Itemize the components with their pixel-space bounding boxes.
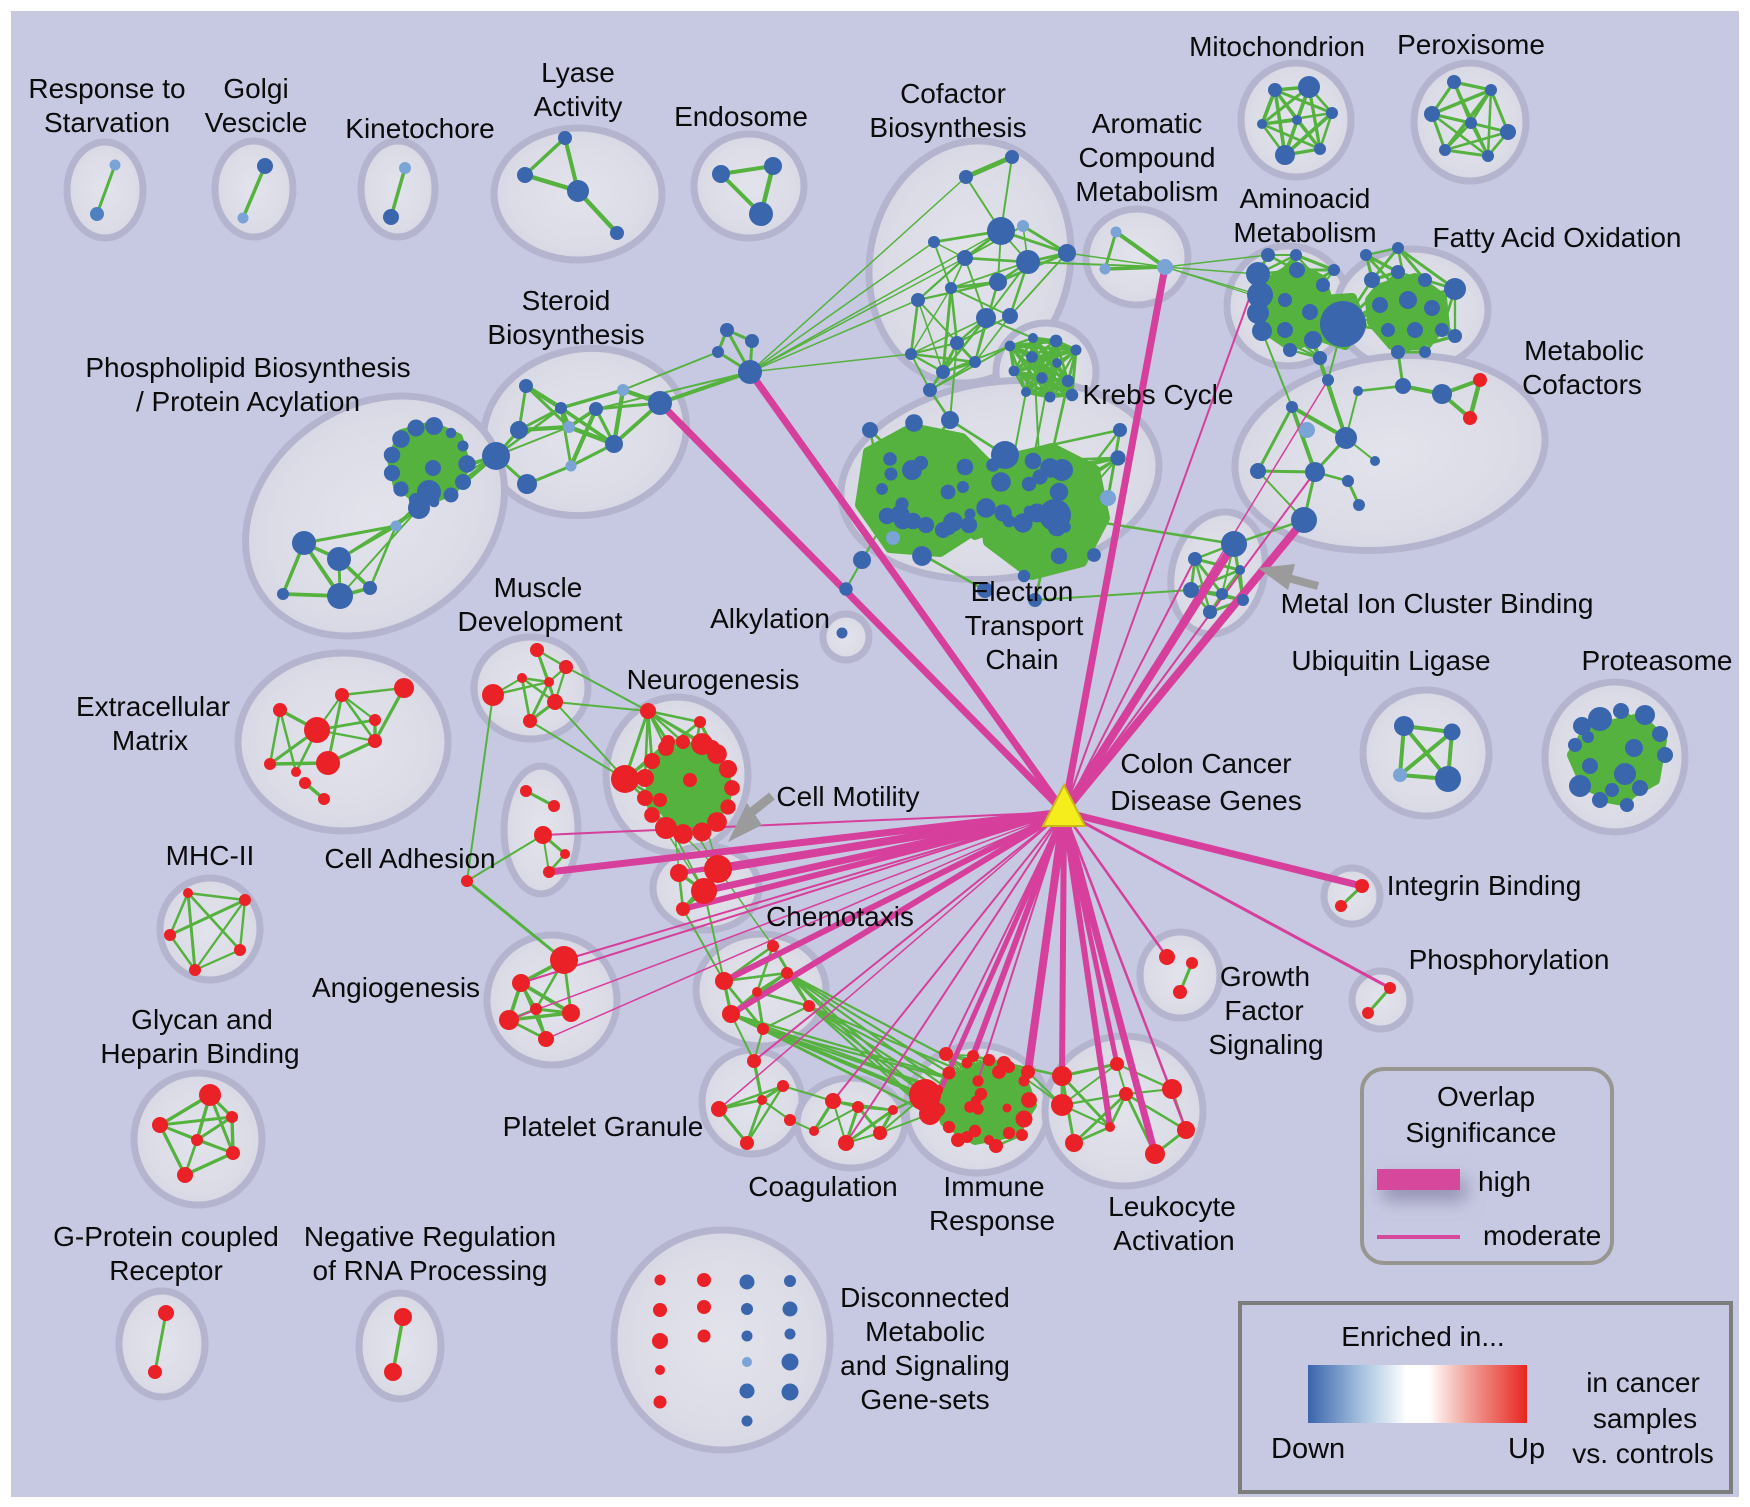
svg-text:Starvation: Starvation	[44, 107, 170, 138]
svg-text:Growth: Growth	[1220, 961, 1310, 992]
svg-text:Transport: Transport	[965, 610, 1084, 641]
svg-text:Krebs Cycle: Krebs Cycle	[1083, 379, 1234, 410]
svg-text:Extracellular: Extracellular	[76, 691, 230, 722]
svg-text:Metal Ion Cluster Binding: Metal Ion Cluster Binding	[1281, 588, 1594, 619]
svg-text:Cofactor: Cofactor	[900, 78, 1006, 109]
svg-text:Up: Up	[1508, 1433, 1545, 1465]
svg-text:Significance: Significance	[1406, 1117, 1557, 1148]
svg-text:Overlap: Overlap	[1437, 1081, 1535, 1112]
svg-text:Kinetochore: Kinetochore	[345, 113, 494, 144]
svg-text:Development: Development	[458, 606, 623, 637]
svg-text:Heparin Binding: Heparin Binding	[100, 1038, 299, 1069]
svg-text:Signaling: Signaling	[1208, 1029, 1323, 1060]
svg-text:Platelet Granule: Platelet Granule	[503, 1111, 704, 1142]
svg-text:Steroid: Steroid	[522, 285, 611, 316]
svg-text:Activation: Activation	[1113, 1225, 1234, 1256]
svg-text:Alkylation: Alkylation	[710, 603, 830, 634]
svg-text:Cell Motility: Cell Motility	[776, 781, 919, 812]
svg-text:Ubiquitin Ligase: Ubiquitin Ligase	[1291, 645, 1490, 676]
svg-text:samples: samples	[1593, 1403, 1697, 1434]
svg-text:Lyase: Lyase	[541, 57, 615, 88]
svg-text:Muscle: Muscle	[494, 572, 583, 603]
svg-text:high: high	[1478, 1166, 1531, 1197]
svg-text:Vescicle: Vescicle	[205, 107, 308, 138]
svg-text:Glycan and: Glycan and	[131, 1004, 273, 1035]
svg-text:Colon Cancer: Colon Cancer	[1120, 748, 1291, 779]
svg-text:Immune: Immune	[943, 1171, 1044, 1202]
svg-text:Disease Genes: Disease Genes	[1110, 785, 1301, 816]
svg-text:Chain: Chain	[985, 644, 1058, 675]
svg-text:moderate: moderate	[1483, 1220, 1601, 1251]
svg-text:Matrix: Matrix	[112, 725, 188, 756]
svg-text:Angiogenesis: Angiogenesis	[312, 972, 480, 1003]
svg-text:Activity: Activity	[534, 91, 623, 122]
svg-text:in cancer: in cancer	[1586, 1367, 1700, 1398]
svg-text:Aminoacid: Aminoacid	[1240, 183, 1371, 214]
svg-text:Disconnected: Disconnected	[840, 1282, 1010, 1313]
svg-text:Metabolism: Metabolism	[1233, 217, 1376, 248]
svg-text:Integrin Binding: Integrin Binding	[1387, 870, 1582, 901]
svg-text:Gene-sets: Gene-sets	[860, 1384, 989, 1415]
svg-text:MHC-II: MHC-II	[166, 840, 255, 871]
svg-text:Mitochondrion: Mitochondrion	[1189, 31, 1365, 62]
svg-text:Compound: Compound	[1079, 142, 1216, 173]
svg-text:of RNA Processing: of RNA Processing	[313, 1255, 548, 1286]
svg-text:Cell Adhesion: Cell Adhesion	[324, 843, 495, 874]
svg-text:Negative Regulation: Negative Regulation	[304, 1221, 556, 1252]
svg-text:Electron: Electron	[971, 576, 1074, 607]
svg-text:Aromatic: Aromatic	[1092, 108, 1202, 139]
svg-text:Phosphorylation: Phosphorylation	[1409, 944, 1610, 975]
svg-text:Proteasome: Proteasome	[1582, 645, 1733, 676]
svg-text:Response to: Response to	[28, 73, 185, 104]
svg-text:Factor: Factor	[1224, 995, 1303, 1026]
svg-text:Peroxisome: Peroxisome	[1397, 29, 1545, 60]
svg-text:Enriched in...: Enriched in...	[1341, 1321, 1504, 1352]
svg-text:Leukocyte: Leukocyte	[1108, 1191, 1236, 1222]
svg-text:and Signaling: and Signaling	[840, 1350, 1010, 1381]
svg-text:vs. controls: vs. controls	[1572, 1438, 1714, 1469]
svg-text:Metabolism: Metabolism	[1075, 176, 1218, 207]
svg-text:Endosome: Endosome	[674, 101, 808, 132]
svg-text:Down: Down	[1271, 1433, 1345, 1465]
svg-text:Golgi: Golgi	[223, 73, 288, 104]
svg-text:/ Protein Acylation: / Protein Acylation	[136, 386, 360, 417]
svg-text:Coagulation: Coagulation	[748, 1171, 897, 1202]
svg-text:Biosynthesis: Biosynthesis	[869, 112, 1026, 143]
svg-text:Fatty Acid Oxidation: Fatty Acid Oxidation	[1432, 222, 1681, 253]
svg-text:Metabolic: Metabolic	[1524, 335, 1644, 366]
svg-text:Phospholipid Biosynthesis: Phospholipid Biosynthesis	[85, 352, 410, 383]
svg-text:Cofactors: Cofactors	[1522, 369, 1642, 400]
svg-text:G-Protein coupled: G-Protein coupled	[53, 1221, 279, 1252]
svg-text:Response: Response	[929, 1205, 1055, 1236]
svg-text:Receptor: Receptor	[109, 1255, 223, 1286]
svg-text:Chemotaxis: Chemotaxis	[766, 901, 914, 932]
svg-text:Biosynthesis: Biosynthesis	[487, 319, 644, 350]
svg-text:Neurogenesis: Neurogenesis	[627, 664, 800, 695]
svg-text:Metabolic: Metabolic	[865, 1316, 985, 1347]
